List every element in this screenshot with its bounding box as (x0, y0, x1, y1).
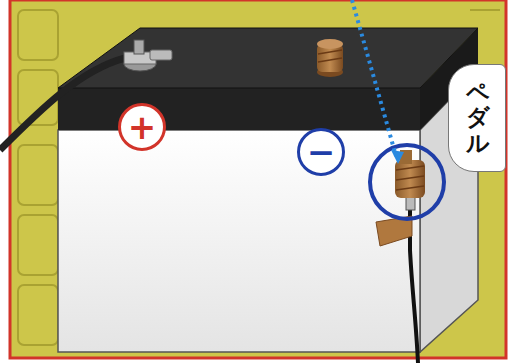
pedal-label: ペダル (448, 64, 506, 172)
sensor-terminal (376, 150, 425, 363)
negative-terminal (317, 39, 343, 77)
frame (10, 0, 506, 358)
highlight-circle (370, 145, 444, 219)
leader-arrow (352, 0, 404, 164)
vertical-label: ペダル (466, 80, 489, 156)
polarity-sign: − (307, 135, 336, 169)
positive-terminal (0, 40, 172, 150)
plus-symbol: + (118, 103, 166, 151)
minus-symbol: − (297, 128, 345, 176)
polarity-sign: + (128, 110, 157, 144)
